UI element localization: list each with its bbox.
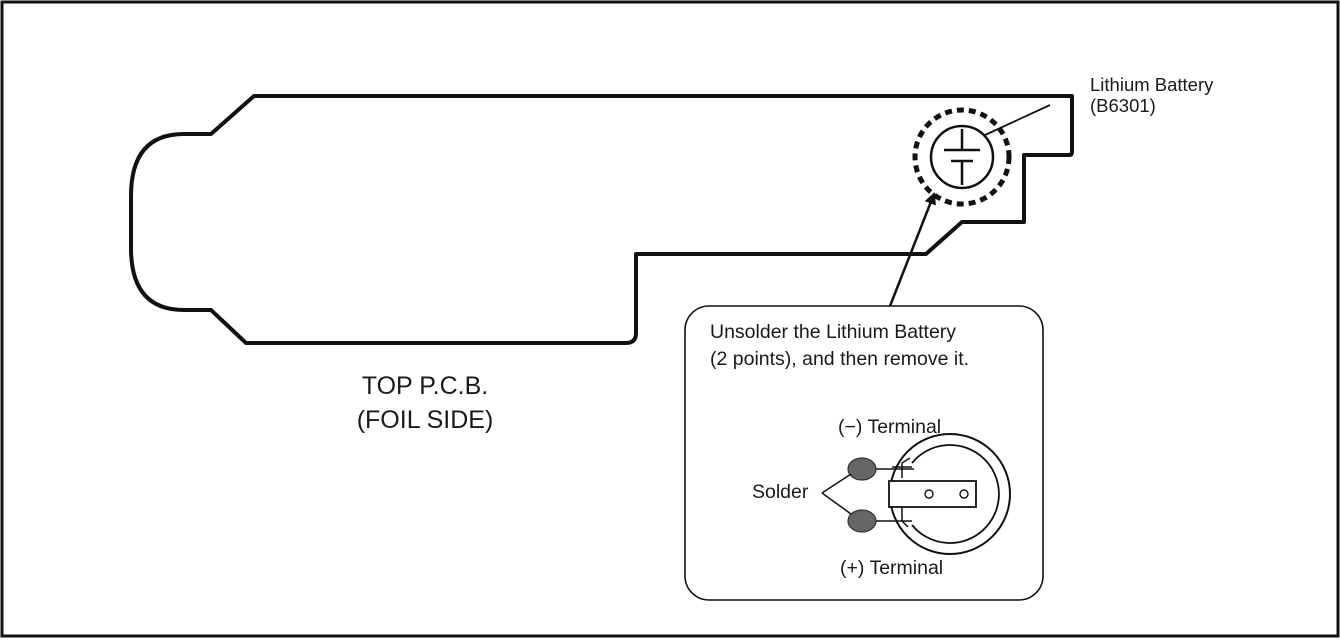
solder-pointer-lower — [821, 492, 852, 515]
solder-label: Solder — [752, 481, 809, 503]
tab-hole-right — [959, 489, 969, 499]
instruction-line2: (2 points), and then remove it. — [710, 348, 970, 370]
negative-lead — [892, 457, 912, 478]
coin-cell-inner-arc — [911, 444, 1000, 544]
solder-pad-negative — [847, 457, 877, 481]
dashed-location-circle — [912, 107, 1012, 207]
instruction-line1: Unsolder the Lithium Battery — [710, 321, 957, 343]
tab-hole-left — [924, 489, 934, 499]
positive-lead — [901, 507, 909, 528]
board-caption-line2: (FOIL SIDE) — [356, 406, 494, 434]
battery-symbol-circle — [929, 124, 995, 190]
battery-callout-ref: (B6301) — [1090, 95, 1156, 116]
board-caption: TOP P.C.B. (FOIL SIDE) — [320, 369, 530, 437]
callout-arrow — [888, 192, 936, 307]
instruction-text: Unsolder the Lithium Battery (2 points),… — [710, 319, 969, 373]
coin-battery-detail — [847, 433, 1011, 555]
battery-location-marker — [912, 107, 1012, 207]
pcb-outline — [129, 94, 1074, 345]
battery-label-leader — [984, 104, 1051, 136]
battery-callout-name: Lithium Battery — [1090, 74, 1214, 95]
positive-terminal-label: (+) Terminal — [840, 557, 944, 579]
solder-pad-positive — [847, 509, 877, 533]
board-caption-line1: TOP P.C.B. — [361, 372, 489, 400]
battery-callout-label: Lithium Battery (B6301) — [1090, 74, 1213, 116]
negative-terminal-label: (−) Terminal — [838, 416, 942, 438]
solder-pointer-upper — [821, 473, 852, 494]
